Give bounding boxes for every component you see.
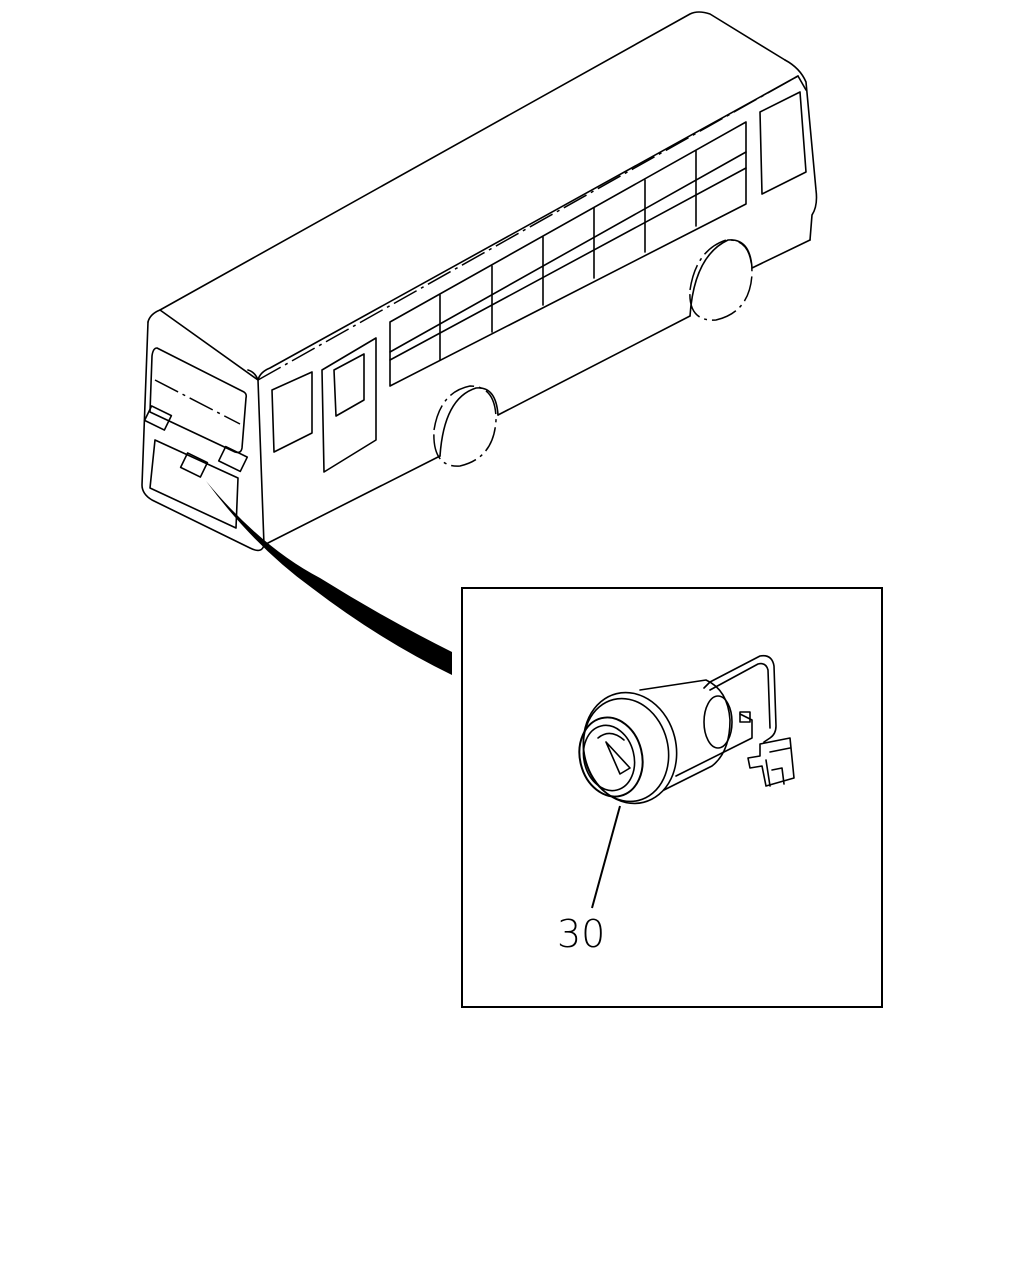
leader-ribbon [206, 481, 452, 675]
bus-front-plate [179, 452, 209, 478]
bus-door [321, 337, 377, 473]
gauge-wire-inner [709, 662, 771, 729]
bus-illustration [141, 11, 818, 552]
bus-grille-panel [149, 439, 239, 529]
bus-side-bottom-rear [497, 315, 691, 416]
bus-side-bottom-end [751, 239, 811, 269]
gauge-face [582, 724, 636, 792]
bus-rear-wheelarch [689, 239, 753, 317]
gauge-scale-arc [597, 732, 625, 741]
gauge-mount-clip [739, 711, 751, 723]
bus-front-side-window [271, 371, 313, 453]
bus-rear-wheel [689, 239, 753, 321]
bus-rear-window [759, 91, 807, 195]
bus-windshield-divider [154, 379, 241, 425]
bus-window-mullions [439, 150, 697, 361]
bus-side-bottom [263, 455, 441, 546]
gauge-connector [747, 737, 795, 787]
bus-door-window [333, 353, 365, 417]
bus-side-top-rail [257, 75, 799, 381]
bus-window-bank [389, 121, 747, 387]
oil-pressure-gauge [578, 654, 795, 805]
bus-front-face [141, 321, 265, 552]
gauge-flange-inner [582, 697, 670, 803]
gauge-wire [703, 654, 777, 743]
callout-leader-line [591, 805, 621, 909]
bus-front-wheel [433, 385, 497, 467]
bus-right-headlight [217, 445, 249, 473]
gauge-connector-detail [765, 747, 791, 787]
gauge-body [639, 679, 731, 791]
callout-label-30: 30 [557, 912, 605, 956]
gauge-bezel [578, 716, 644, 798]
bus-window-midline [389, 151, 747, 353]
bus-roof-front-edge [147, 309, 259, 381]
detail-frame [461, 587, 883, 1008]
bus-rear-top [784, 59, 818, 241]
bus-roof-left-edge [159, 11, 786, 311]
bus-window-lowline [389, 167, 747, 361]
gauge-needle [605, 741, 631, 775]
gauge-flange-outer [582, 691, 678, 805]
bus-left-headlight [143, 405, 173, 431]
gauge-mount-bracket [675, 713, 753, 777]
bus-front-wheelarch [439, 387, 499, 457]
bus-rear-corner [797, 75, 807, 91]
gauge-rear-rim [703, 695, 733, 749]
bus-windshield [149, 347, 248, 454]
